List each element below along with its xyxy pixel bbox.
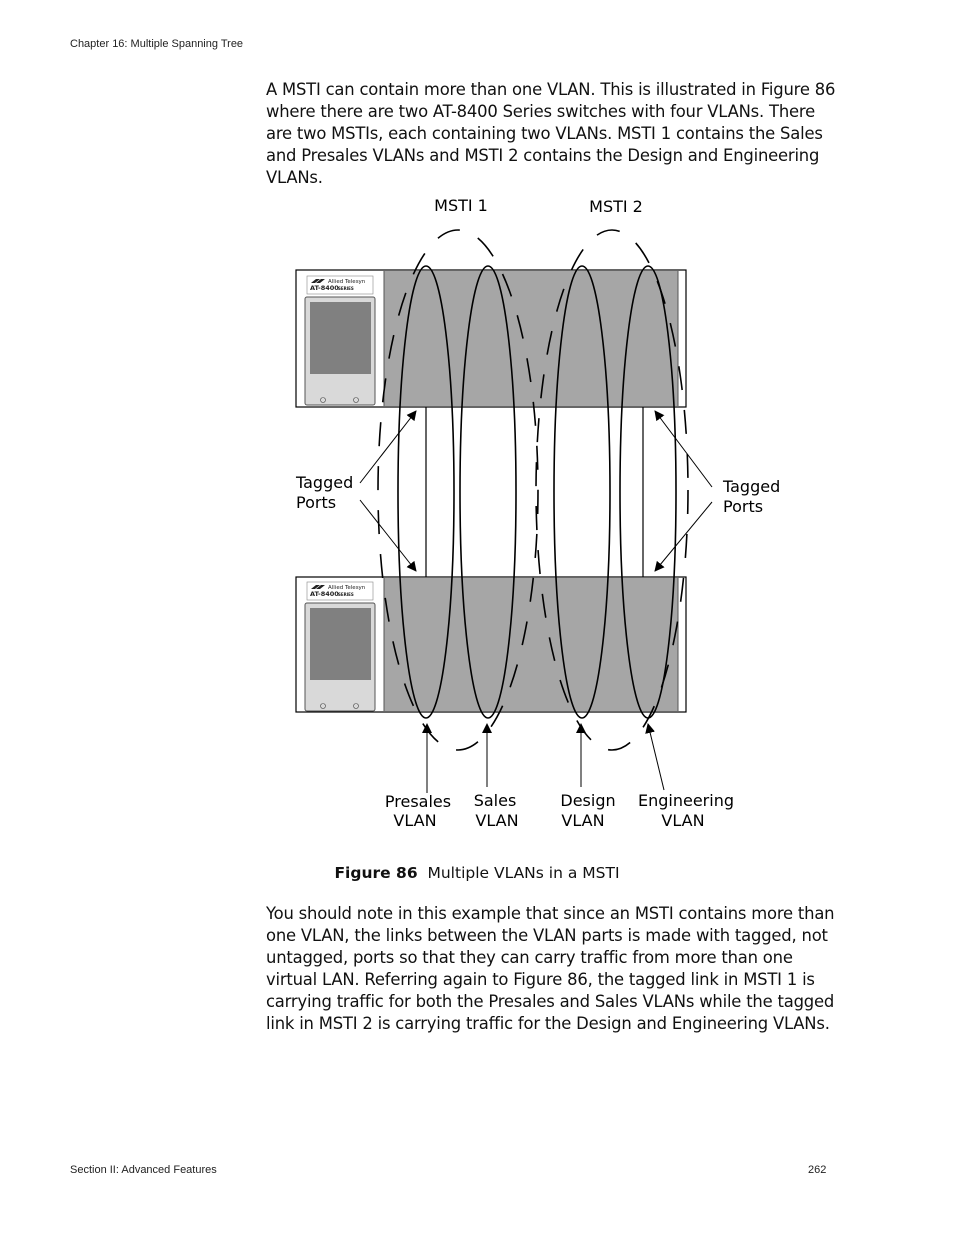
tagged-ports-right-arrow-down (654, 501, 713, 572)
msti-2-ellipse (535, 229, 689, 751)
switch-bottom-screen (310, 608, 371, 680)
switch-top-screen (310, 302, 371, 374)
running-header: Chapter 16: Multiple Spanning Tree (70, 38, 244, 50)
vlan-ellipse-design (553, 265, 611, 719)
switch-bottom-screw-icon (320, 703, 326, 709)
switch-top-screw-icon (353, 397, 359, 403)
figure-caption: Figure 86 Multiple VLANs in a MSTI (0, 864, 954, 882)
switch-bottom-brand: Allied Telesyn (328, 585, 366, 591)
msti-vlan-figure: Allied Telesyn AT-8400 SERIES Allied Tel… (295, 196, 780, 830)
tagged-ports-left-line2: Ports (296, 493, 336, 512)
engineering-vlan-label-line1: Engineering (638, 791, 734, 810)
figure-caption-number: Figure 86 (334, 864, 418, 882)
tagged-ports-right-arrow-up (654, 410, 713, 488)
switch-bottom-series: SERIES (338, 592, 354, 597)
switch-bottom-logo: Allied Telesyn AT-8400 SERIES (306, 581, 374, 601)
figure-caption-text: Multiple VLANs in a MSTI (427, 864, 620, 882)
sales-vlan-label-line2: VLAN (475, 811, 518, 830)
switch-top-logo: Allied Telesyn AT-8400 SERIES (306, 275, 374, 295)
switch-top-model: AT-8400 (310, 284, 339, 292)
tagged-ports-right-line1: Tagged (722, 477, 780, 496)
footer-section: Section II: Advanced Features (70, 1164, 217, 1176)
footer-page-number: 262 (808, 1164, 827, 1176)
sales-vlan-label-line1: Sales (474, 791, 517, 810)
msti-2-label: MSTI 2 (589, 197, 643, 216)
intro-paragraph: A MSTI can contain more than one VLAN. T… (266, 80, 836, 187)
design-vlan-label-line1: Design (560, 791, 615, 810)
outro-paragraph: You should note in this example that sin… (266, 904, 835, 1033)
msti-1-ellipse (377, 229, 539, 751)
msti-1-label: MSTI 1 (434, 196, 488, 215)
switch-bottom-model: AT-8400 (310, 590, 339, 598)
switch-top-series: SERIES (338, 286, 354, 291)
presales-vlan-label-line2: VLAN (393, 811, 436, 830)
presales-vlan-label-line1: Presales (385, 792, 451, 811)
switch-top-port-area (384, 271, 678, 406)
engineering-vlan-arrow (645, 723, 665, 791)
design-vlan-label-line2: VLAN (561, 811, 604, 830)
tagged-ports-left-arrow-down (359, 499, 417, 572)
tagged-ports-left-arrow-up (359, 410, 417, 484)
tagged-ports-right-line2: Ports (723, 497, 763, 516)
tagged-ports-left-line1: Tagged (295, 473, 353, 492)
vlan-ellipse-sales (459, 265, 517, 719)
switch-bottom-screw-icon (353, 703, 359, 709)
switch-top-screw-icon (320, 397, 326, 403)
engineering-vlan-label-line2: VLAN (661, 811, 704, 830)
switch-top-brand: Allied Telesyn (328, 279, 366, 285)
vlan-ellipse-presales (397, 265, 455, 719)
switch-top: Allied Telesyn AT-8400 SERIES (295, 269, 687, 408)
switch-bottom: Allied Telesyn AT-8400 SERIES (295, 576, 687, 713)
